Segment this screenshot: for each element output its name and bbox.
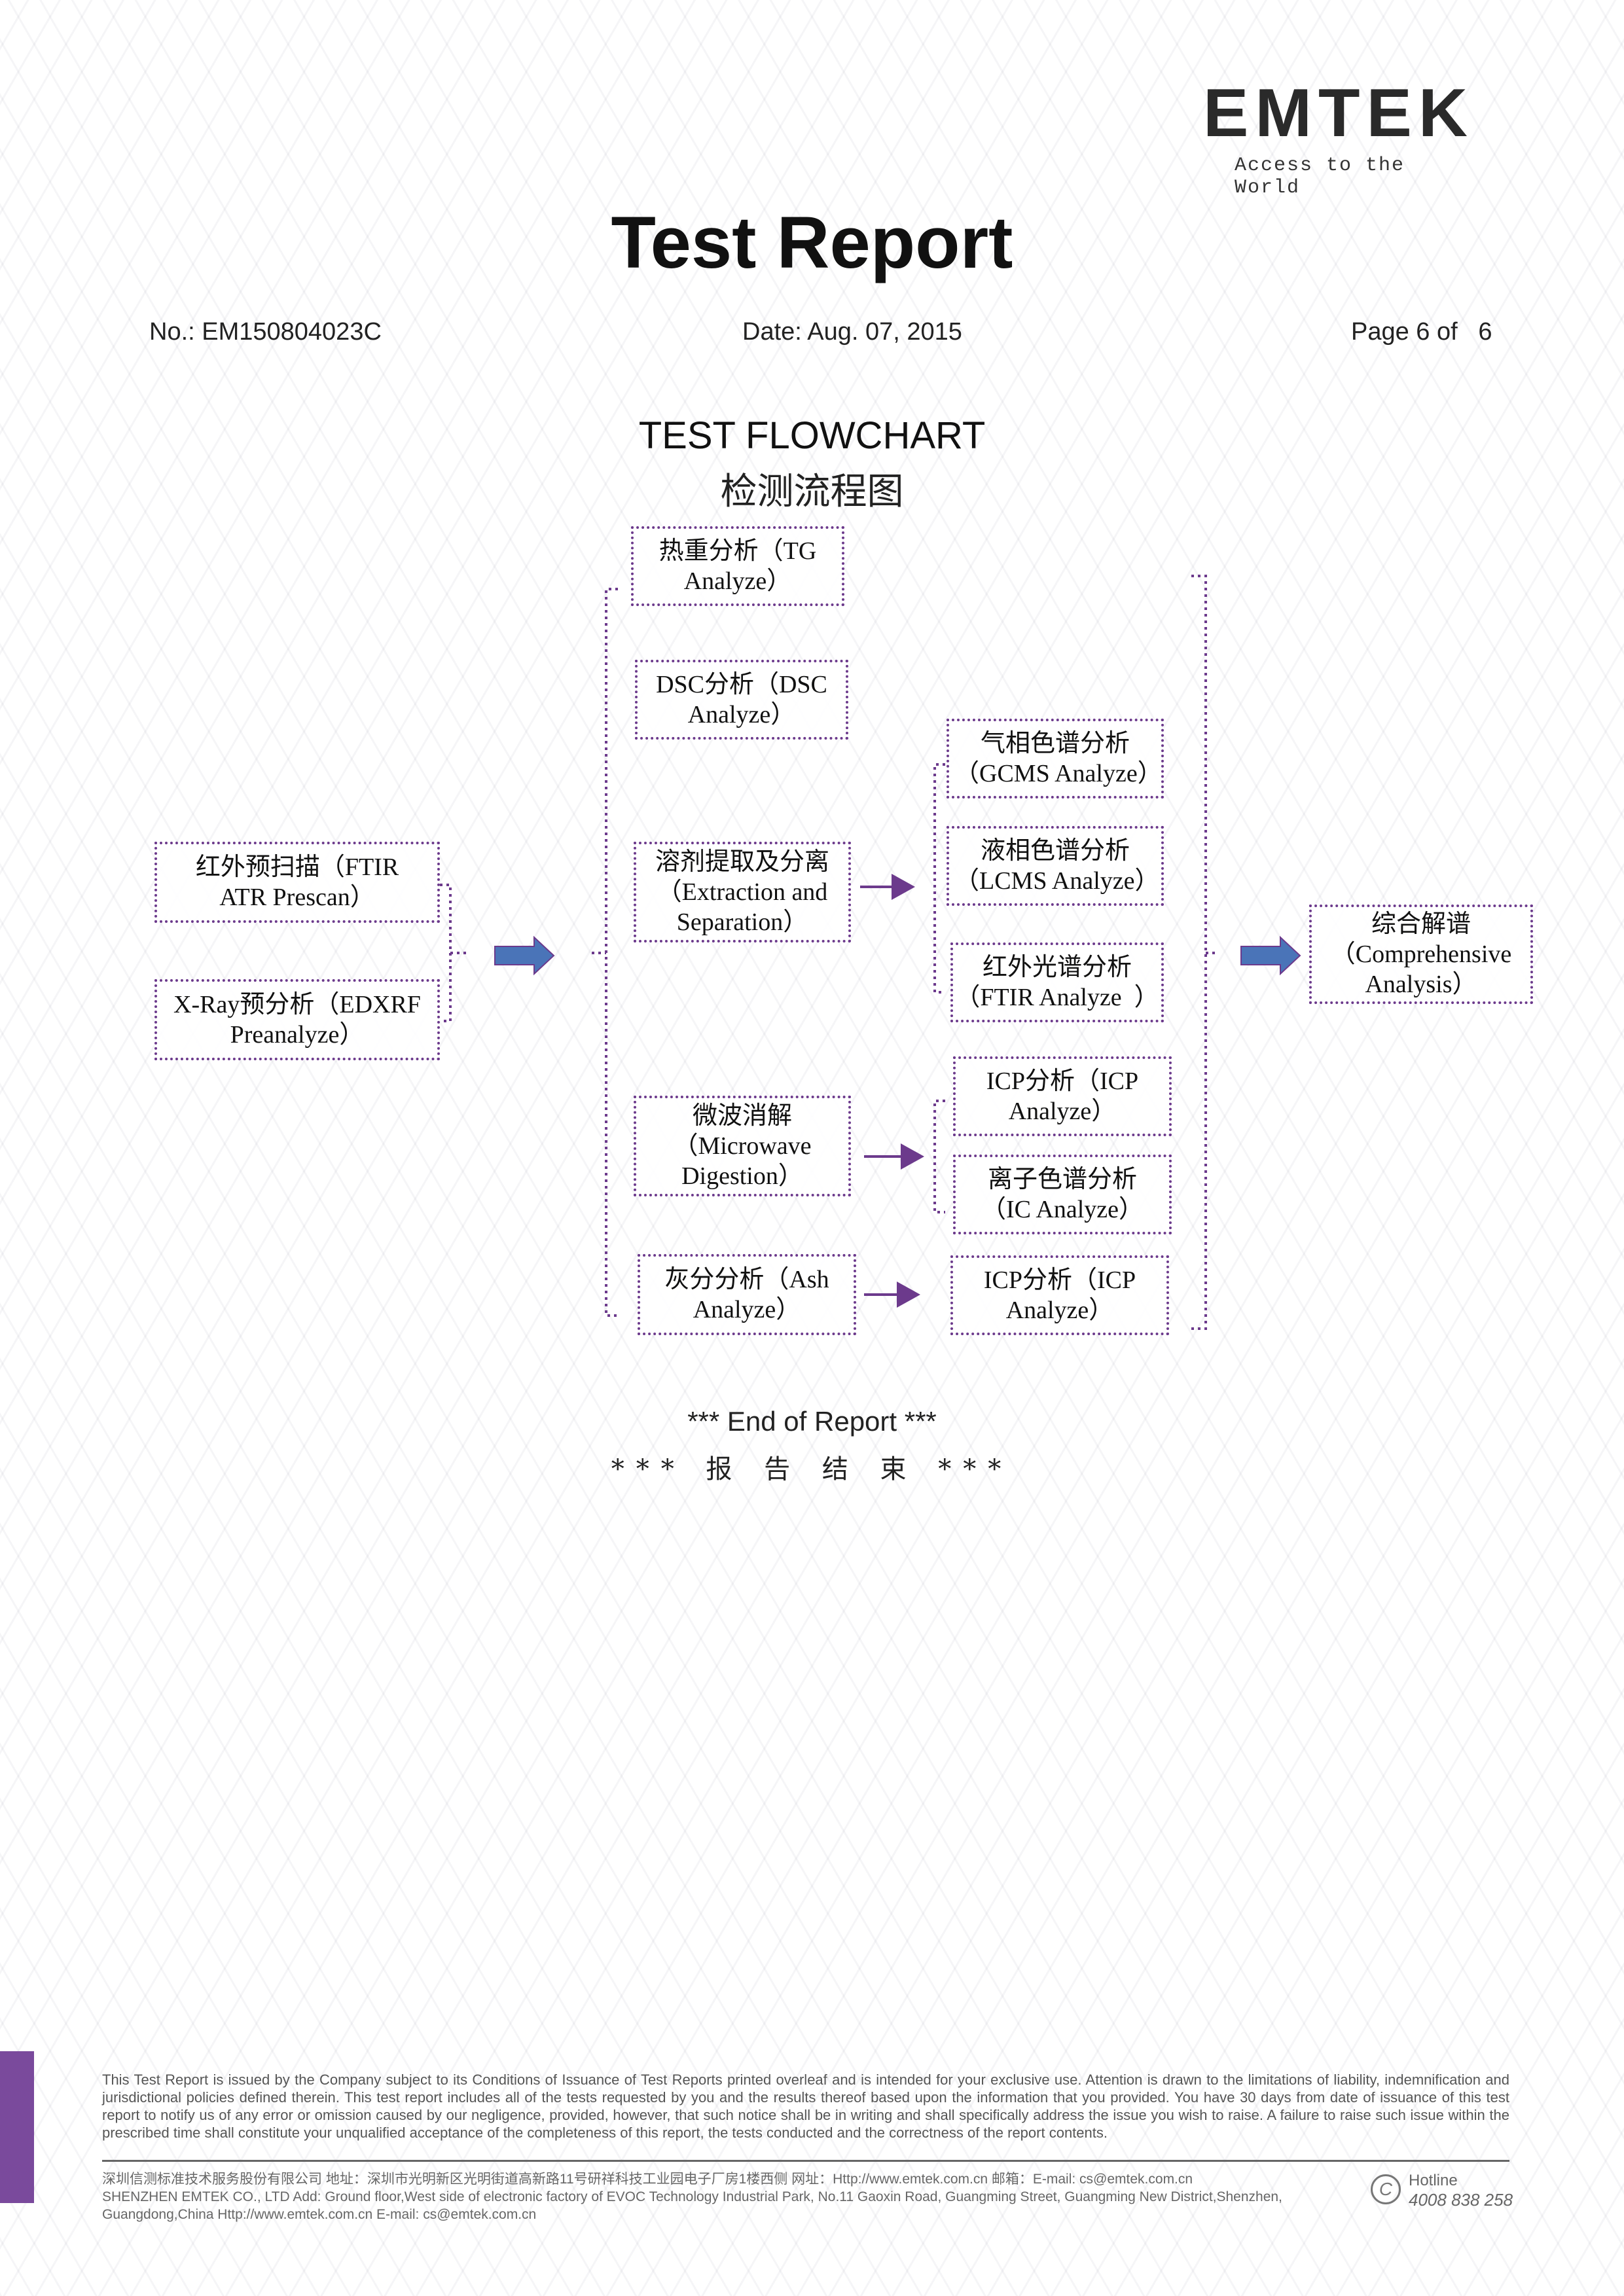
footer-address-en: SHENZHEN EMTEK CO., LTD Add: Ground floo…: [102, 2189, 1282, 2222]
disclaimer-text: This Test Report is issued by the Compan…: [102, 2072, 1509, 2141]
results-bracket: [1191, 575, 1207, 1330]
end-of-report-chinese: *** 报 告 结 束 ***: [611, 1454, 1013, 1484]
analysis-box-ftir: 红外光谱分析（FTIR Analyze ）: [950, 942, 1164, 1022]
analysis-box-gcms: 气相色谱分析（GCMS Analyze）: [947, 719, 1164, 798]
methods-bracket: [605, 588, 618, 1317]
side-accent-bar: [0, 2051, 34, 2203]
footer-divider: [102, 2160, 1509, 2162]
digestion-bracket: [933, 1100, 945, 1213]
report-title: Test Report: [611, 202, 1013, 283]
input-bracket: [440, 884, 452, 1022]
end-of-report: *** End of Report ***: [687, 1406, 937, 1437]
hotline-number: 4008 838 258: [1409, 2190, 1513, 2210]
arrow-right-icon: [1240, 935, 1301, 976]
flowchart-subtitle: 检测流程图: [720, 471, 904, 513]
analysis-box-ic: 离子色谱分析（IC Analyze）: [953, 1155, 1172, 1234]
footer-address: 深圳信测标准技术服务股份有限公司 地址：深圳市光明新区光明街道高新路11号研祥科…: [102, 2170, 1346, 2223]
report-date: Date: Aug. 07, 2015: [742, 318, 962, 346]
analysis-box-lcms: 液相色谱分析（LCMS Analyze）: [947, 826, 1164, 906]
page-number: Page 6 of 6: [1351, 318, 1492, 346]
report-number: No.: EM150804023C: [149, 318, 382, 346]
hotline-label: Hotline: [1409, 2172, 1458, 2189]
logo-tagline: Access to the World: [1235, 154, 1405, 199]
arrow-right-icon: [494, 935, 555, 976]
extraction-bracket: [933, 763, 945, 994]
company-logo: EMTEK: [1203, 75, 1474, 151]
flowchart-title: TEST FLOWCHART: [638, 414, 986, 457]
phone-icon: C: [1371, 2174, 1401, 2204]
footer-address-cn: 深圳信测标准技术服务股份有限公司 地址：深圳市光明新区光明街道高新路11号研祥科…: [102, 2172, 1193, 2187]
